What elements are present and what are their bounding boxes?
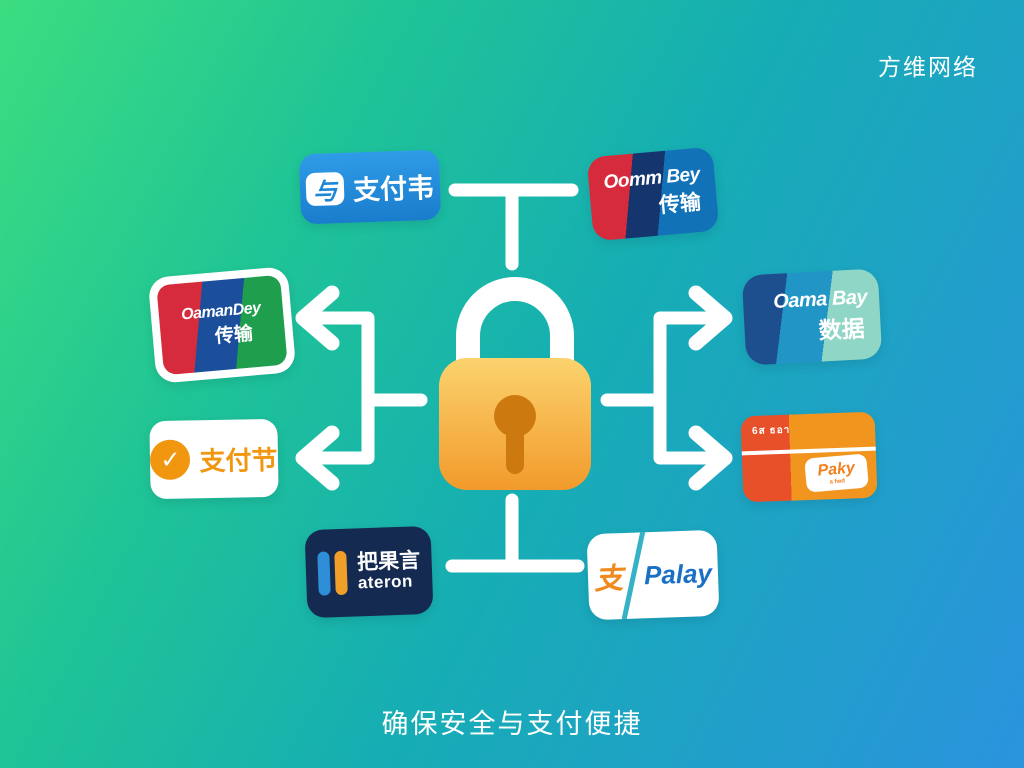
diagonal-divider bbox=[620, 529, 647, 621]
payment-logo-alipay-like: 与 支付韦 bbox=[298, 149, 442, 225]
payment-logo-label: 支付韦 bbox=[352, 172, 435, 206]
card-corner-text: 6ส ธอา bbox=[751, 424, 791, 437]
payment-logo-label: 支付节 bbox=[199, 444, 278, 476]
connector-top-t bbox=[448, 183, 579, 271]
arrow-left-branch bbox=[295, 285, 428, 491]
watermark-text: 方维网络 bbox=[878, 54, 978, 80]
padlock-icon bbox=[439, 277, 591, 490]
striped-card: OamanDey 传输 bbox=[156, 274, 288, 376]
checkmark-icon: ✓ bbox=[150, 439, 191, 481]
payment-logo-sublabel: 数据 bbox=[818, 314, 866, 344]
payment-logo-sublabel: a fwd bbox=[829, 477, 846, 486]
pay-glyph-icon: 支 bbox=[593, 563, 624, 597]
payment-logo-ateron: 把果言 ateron bbox=[304, 525, 434, 619]
connector-bottom-t bbox=[445, 493, 585, 573]
payment-logo-label: Paky bbox=[816, 458, 856, 480]
payment-logo-paky-card: 6ส ธอา Paky a fwd bbox=[740, 411, 878, 503]
payment-logo-sublabel: 传输 bbox=[214, 322, 254, 348]
padlock-keyhole bbox=[494, 395, 536, 437]
payment-logo-palay: 支 Palay bbox=[586, 529, 720, 621]
payment-logo-zhifujie: ✓ 支付节 bbox=[149, 418, 279, 500]
paky-badge: Paky a fwd bbox=[804, 453, 869, 493]
payment-logo-sublabel: ateron bbox=[357, 571, 414, 593]
padlock-shackle bbox=[456, 277, 574, 378]
wallet-icon: 与 bbox=[305, 171, 345, 206]
payment-logo-sublabel: 传输 bbox=[658, 190, 702, 218]
payment-logo-oamabay: Oama Bay 数据 bbox=[741, 268, 883, 366]
caption-text: 确保安全与支付便捷 bbox=[381, 709, 643, 739]
payment-logo-oommbey: Oomm Bey 传输 bbox=[586, 146, 720, 242]
double-bar-icon bbox=[316, 550, 348, 596]
payment-logo-oamandey: OamanDey 传输 bbox=[147, 266, 297, 384]
payment-logo-label: Palay bbox=[643, 557, 713, 590]
arrow-right-branch bbox=[600, 285, 733, 491]
